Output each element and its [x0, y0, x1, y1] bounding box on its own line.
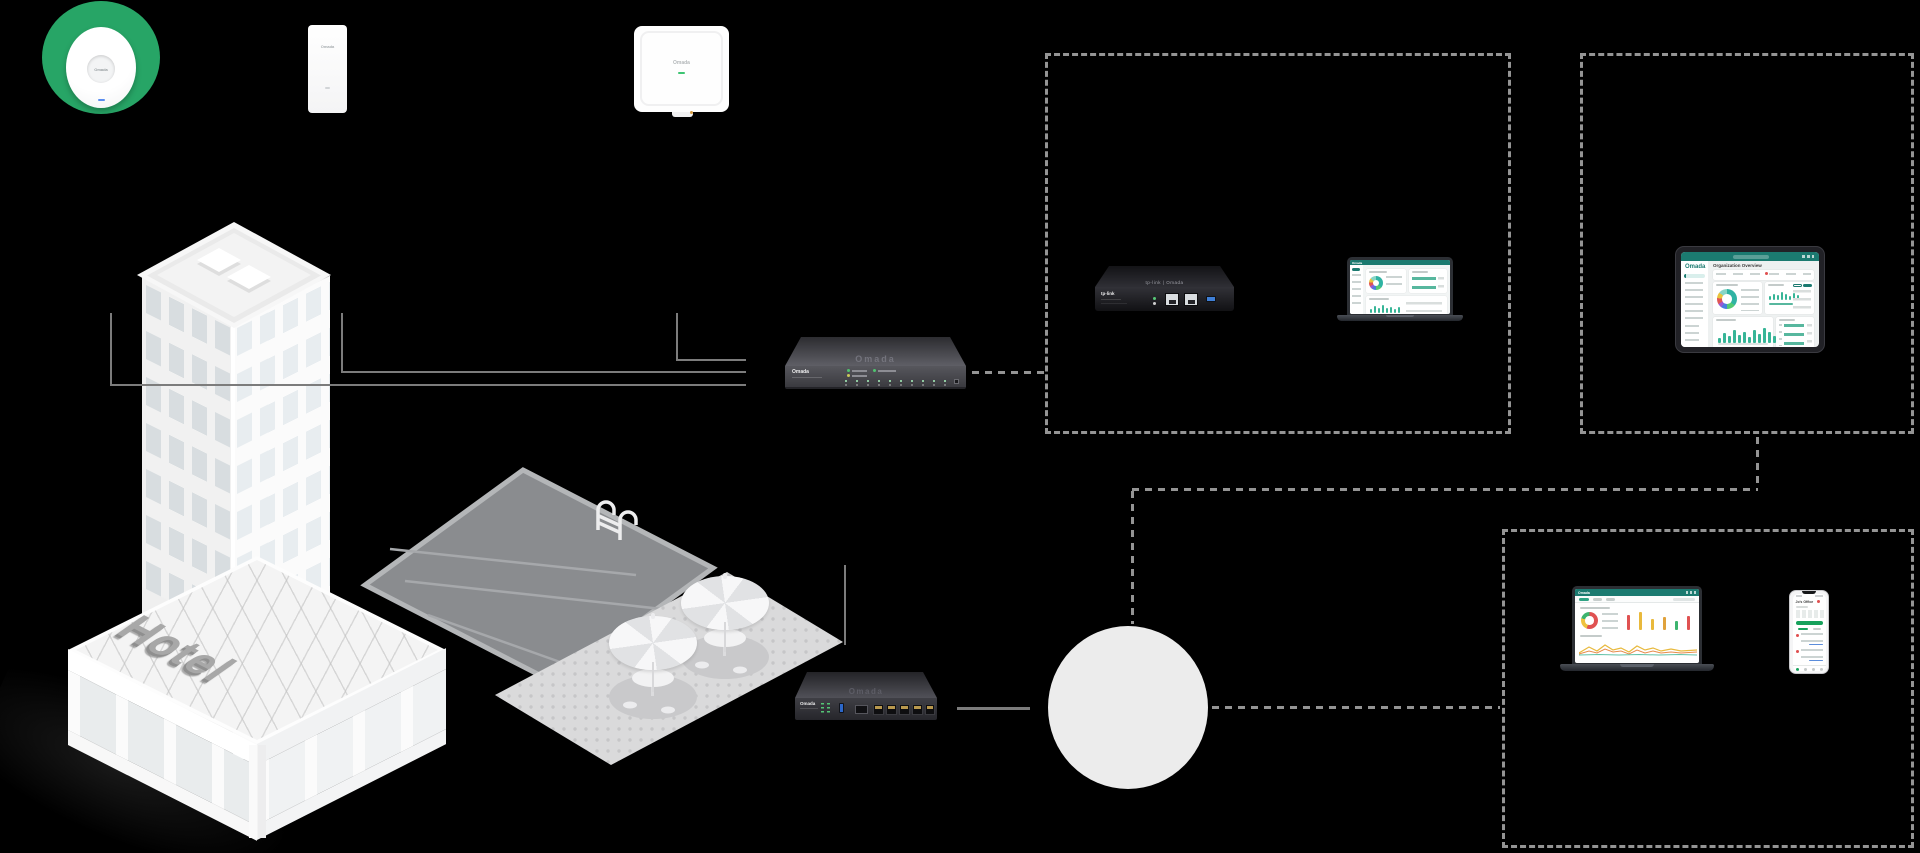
controller-eth-port — [1184, 293, 1198, 306]
ap2-drop-line — [341, 313, 343, 373]
tablet-screen: Omada Organization Overview — [1681, 252, 1819, 347]
switch-front-logo: Omada — [792, 369, 809, 375]
tablet-donut-card — [1713, 282, 1762, 314]
router-leds — [821, 703, 830, 714]
square-ap-antenna-dot — [690, 111, 693, 114]
router-eth-port — [899, 704, 910, 715]
ap1-drop-line — [110, 313, 112, 386]
umbrella-pole — [724, 622, 726, 652]
controller-group-box — [1045, 53, 1511, 434]
umbrella-pole — [652, 662, 654, 692]
client-phone: Jo's Office — [1789, 590, 1829, 674]
square-ap-led — [678, 72, 685, 74]
ceiling-ap-led — [98, 99, 105, 101]
square-ap-mount-tab — [672, 112, 693, 117]
router-to-circle-line — [957, 707, 1030, 710]
tablet-clients-card — [1713, 317, 1786, 347]
router-front-face: Omada — [795, 698, 937, 720]
tablet-box-down-dash — [1756, 437, 1759, 489]
controller-usb-port — [1206, 296, 1216, 302]
tablet-dashboard-title: Organization Overview — [1713, 263, 1762, 268]
router-front-logo: Omada — [800, 701, 816, 706]
wall-plate-ap: Omada — [308, 25, 347, 113]
cross-run-dash — [1132, 488, 1758, 491]
router-top-face: Omada — [795, 672, 937, 698]
phone-site-title: Jo's Office — [1795, 599, 1814, 604]
switch-top-logo: Omada — [855, 354, 896, 364]
pool-ladder-icon — [596, 500, 638, 540]
tablet-sidebar: Omada — [1681, 261, 1708, 347]
phone-notch — [1802, 591, 1816, 594]
phone-screen: Jo's Office — [1792, 593, 1826, 671]
laptop-bar-chart — [1370, 303, 1400, 313]
wall-ap-logo: Omada — [320, 44, 335, 49]
podium-corner-pillar — [249, 745, 266, 838]
switch-to-box-dash — [972, 371, 1044, 374]
laptop-screen: Omada — [1347, 257, 1453, 317]
ap1-run-line — [110, 384, 746, 386]
controller-top-logo: tp-link | Omada — [1145, 280, 1184, 285]
router-usb-port — [839, 703, 844, 713]
router-eth-port — [912, 704, 923, 715]
internet-cloud-circle — [1048, 626, 1208, 789]
ceiling-ap-logo: Omada — [87, 55, 115, 83]
laptop-health-donut — [1581, 612, 1598, 629]
laptop-brand: Omada — [1578, 590, 1590, 595]
switch-front-face: Omada — [785, 366, 966, 389]
ap2-run-line — [341, 371, 746, 373]
phone-primary-button — [1795, 620, 1823, 625]
patio-umbrella — [681, 573, 769, 630]
square-ap-body: Omada — [634, 26, 729, 112]
laptop-line-chart — [1579, 644, 1697, 656]
tower-corner-edge — [231, 300, 235, 630]
wall-ap-led — [325, 87, 330, 89]
outdoor-pointer-line — [844, 565, 846, 645]
circle-up-dash — [1131, 491, 1134, 624]
controller-front-face: tp-link — [1095, 287, 1234, 311]
laptop-base — [1560, 664, 1714, 671]
tablet-brand-logo: Omada — [1685, 264, 1706, 270]
patio-umbrella — [609, 613, 697, 670]
client-group-box — [1502, 529, 1914, 848]
laptop-alert-bars — [1627, 611, 1693, 630]
tablet-active-clients-card — [1776, 317, 1814, 347]
ap3-run-line — [676, 359, 746, 361]
phone-tab-bar — [1792, 664, 1826, 671]
router-eth-port — [873, 704, 884, 715]
laptop-screen: Omada — [1572, 586, 1702, 666]
controller-top-face: tp-link | Omada — [1095, 266, 1234, 287]
circle-to-client-box-dash — [1212, 706, 1500, 709]
router-eth-port — [925, 704, 935, 715]
router-eth-port — [886, 704, 897, 715]
switch-reset-button — [954, 379, 959, 384]
controller-eth-port — [1165, 293, 1179, 306]
management-tablet: Omada Organization Overview — [1675, 246, 1825, 353]
ap3-drop-line — [676, 313, 678, 361]
laptop-brand: Omada — [1352, 261, 1363, 265]
square-ap-panel — [640, 31, 723, 106]
router-sfp-port — [855, 705, 868, 714]
square-ap-logo: Omada — [673, 60, 690, 66]
tablet-group-box — [1580, 53, 1914, 434]
controller-front-logo: tp-link — [1101, 291, 1115, 296]
laptop-base — [1337, 315, 1463, 321]
router-top-logo: Omada — [848, 687, 884, 696]
tablet-usage-card — [1765, 282, 1814, 314]
tablet-search-pill — [1733, 254, 1769, 259]
switch-top-face: Omada — [785, 337, 966, 366]
